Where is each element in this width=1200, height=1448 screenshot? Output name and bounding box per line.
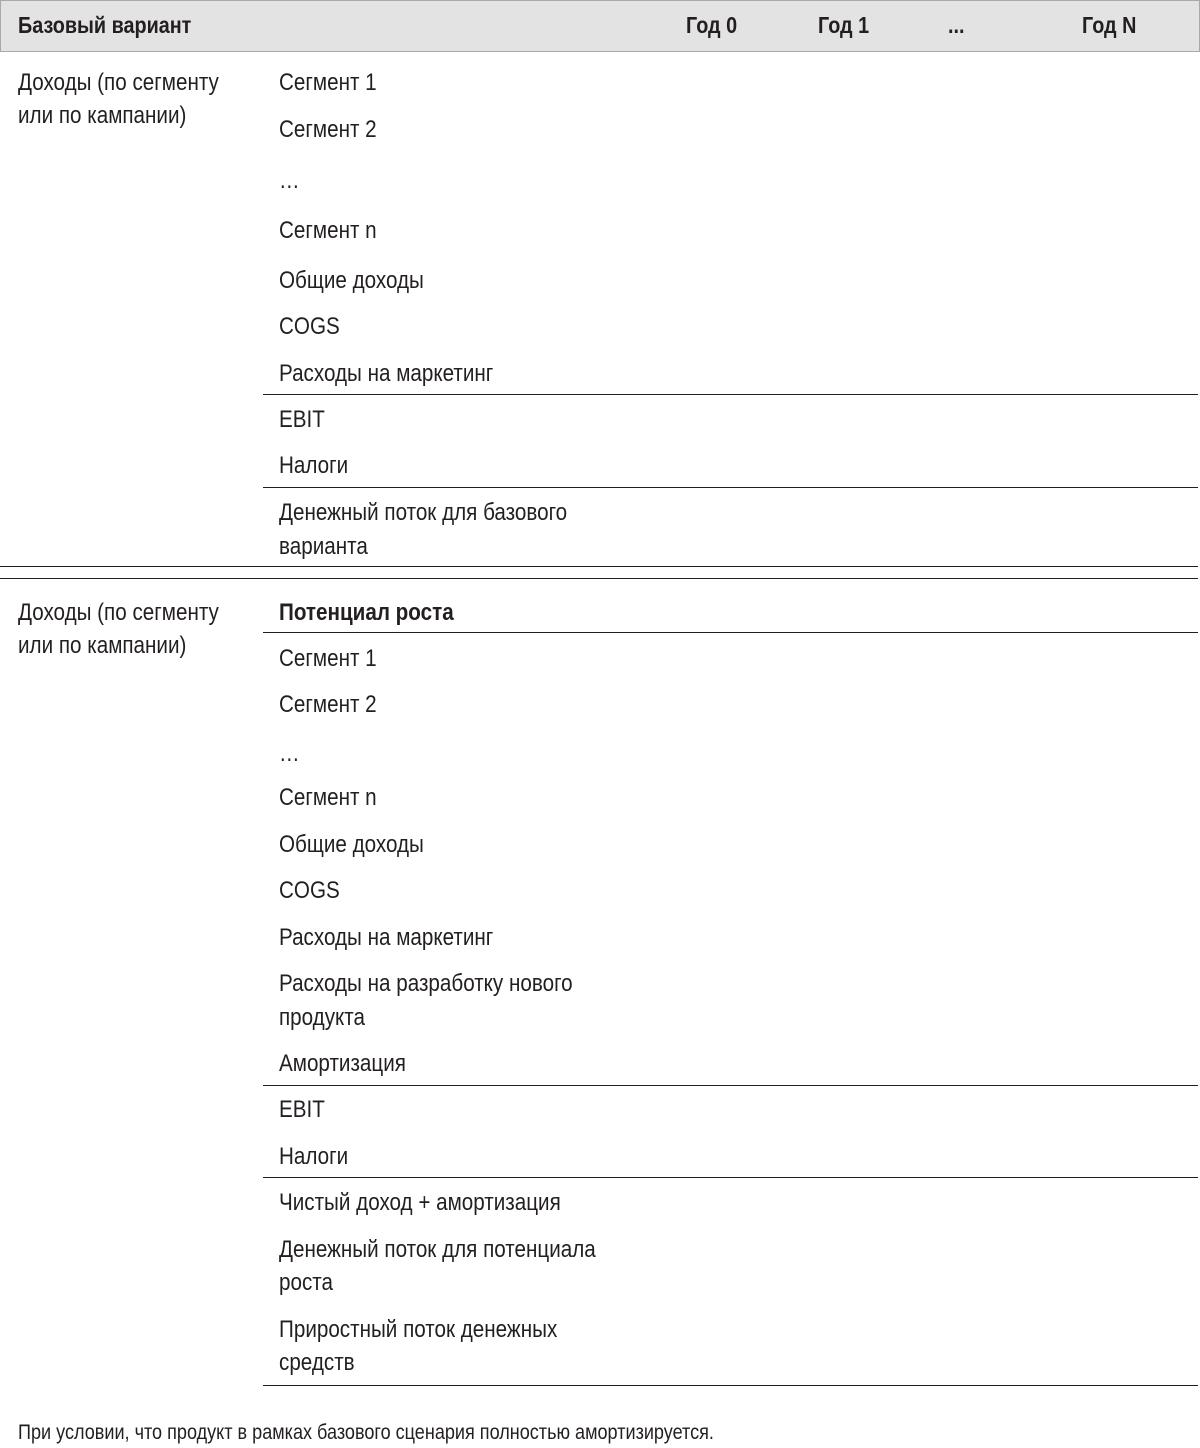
divider: [263, 1085, 1198, 1086]
upside-row-incremental-line-2: средств: [279, 1349, 355, 1376]
divider: [263, 1177, 1198, 1178]
upside-group-label-line-2: или по кампании): [18, 632, 187, 659]
base-group-label-line-1: Доходы (по сегменту: [18, 69, 219, 96]
column-header-year-0: Год 0: [686, 12, 738, 38]
base-row-segment-2: Сегмент 2: [279, 116, 377, 143]
table-title: Базовый вариант: [18, 12, 192, 38]
upside-row-marketing: Расходы на маркетинг: [279, 924, 494, 951]
divider: [263, 394, 1198, 395]
section-divider-bottom: [0, 578, 1198, 579]
footnote: При условии, что продукт в рамках базово…: [18, 1421, 714, 1444]
column-header-year-1: Год 1: [818, 12, 870, 38]
upside-row-ebit: EBIT: [279, 1096, 325, 1123]
upside-row-segment-2: Сегмент 2: [279, 691, 377, 718]
upside-row-segment-n: Сегмент n: [279, 784, 377, 811]
upside-row-total-revenue: Общие доходы: [279, 831, 424, 858]
base-row-segment-1: Сегмент 1: [279, 69, 377, 96]
base-group-label-line-2: или по кампании): [18, 102, 187, 129]
base-row-cogs: COGS: [279, 313, 340, 340]
base-row-ellipsis: …: [279, 167, 300, 194]
upside-row-net-income-plus-depreciation: Чистый доход + амортизация: [279, 1189, 561, 1216]
base-row-total-revenue: Общие доходы: [279, 267, 424, 294]
upside-row-new-product-line-2: продукта: [279, 1004, 366, 1031]
column-header-ellipsis: ...: [948, 12, 965, 38]
upside-row-cashflow-line-2: роста: [279, 1269, 333, 1296]
upside-title: Потенциал роста: [279, 599, 454, 626]
upside-row-segment-1: Сегмент 1: [279, 645, 377, 672]
base-row-cashflow-line-2: варианта: [279, 533, 368, 560]
upside-row-cashflow-line-1: Денежный поток для потенциала: [279, 1236, 596, 1263]
base-row-cashflow-line-1: Денежный поток для базового: [279, 499, 568, 526]
upside-row-depreciation: Амортизация: [279, 1050, 406, 1077]
column-header-year-n: Год N: [1082, 12, 1137, 38]
upside-row-ellipsis: …: [279, 740, 300, 767]
divider: [263, 487, 1198, 488]
base-row-taxes: Налоги: [279, 452, 349, 479]
base-row-segment-n: Сегмент n: [279, 217, 377, 244]
upside-row-incremental-line-1: Приростный поток денежных: [279, 1316, 558, 1343]
table-header: [0, 0, 1200, 52]
base-row-ebit: EBIT: [279, 406, 325, 433]
upside-row-taxes: Налоги: [279, 1143, 349, 1170]
divider: [263, 1385, 1198, 1386]
upside-group-label-line-1: Доходы (по сегменту: [18, 599, 219, 626]
upside-row-cogs: COGS: [279, 877, 340, 904]
section-divider-top: [0, 566, 1198, 567]
divider: [263, 632, 1198, 633]
upside-row-new-product-line-1: Расходы на разработку нового: [279, 970, 573, 997]
base-row-marketing: Расходы на маркетинг: [279, 360, 494, 387]
